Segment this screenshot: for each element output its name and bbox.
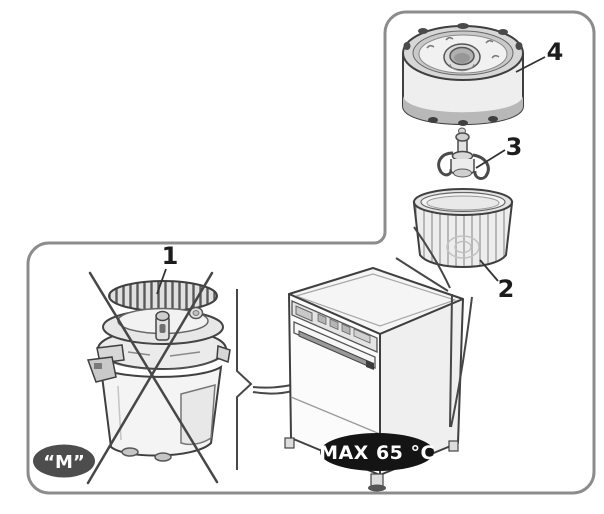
bowl-latch-hook — [86, 356, 117, 383]
max-temp-badge: MAX 65 °C — [319, 433, 435, 471]
lid-bottom-notch — [488, 116, 498, 122]
prohibition-cross-icon — [86, 271, 219, 485]
bowl-keyhole-center — [192, 310, 200, 316]
callout-label: 2 — [498, 275, 515, 303]
part4-filter-lid — [402, 23, 524, 126]
funnel-swoosh-lines — [395, 226, 473, 428]
lid-emboss-mark — [485, 39, 494, 44]
m-badge-oval — [33, 444, 95, 478]
door-handle-endcap — [366, 360, 374, 370]
bowl-front-pocket — [180, 384, 216, 446]
callout-label: 4 — [547, 38, 564, 66]
bowl-latch-notch — [94, 363, 102, 369]
dishwasher-foot-base — [368, 484, 386, 492]
lid-emboss-mark — [445, 36, 454, 41]
callout-3: 3 — [475, 133, 523, 169]
m-badge-text: “M” — [43, 452, 85, 473]
max-temp-oval — [320, 433, 434, 471]
callout-leader — [479, 259, 499, 282]
bowl-center-post-dome — [155, 310, 170, 322]
basket-rim-depth — [426, 195, 500, 211]
lower-panel-scene: 1 — [33, 226, 473, 492]
lid-bottom-notch — [458, 120, 468, 126]
max-temp-text: MAX 65 °C — [319, 442, 435, 464]
bowl-foot — [121, 447, 139, 457]
valve-cap — [455, 132, 470, 142]
m-badge: “M” — [33, 444, 95, 478]
lid-bottom-notch — [428, 117, 438, 123]
basket-inner-circle — [446, 235, 480, 259]
control-button — [329, 318, 339, 331]
funnel-swoosh — [450, 296, 473, 428]
bowl-foot — [154, 452, 172, 462]
callout-1: 1 — [156, 242, 179, 295]
lid-emboss-mark — [426, 44, 435, 49]
callout-leader — [475, 149, 506, 169]
lid-rim-notch — [515, 42, 523, 50]
callout-2: 2 — [479, 259, 515, 303]
callout-label: 3 — [506, 133, 523, 161]
funnel-swoosh — [395, 257, 449, 292]
callout-label: 1 — [162, 242, 179, 270]
dishwasher — [284, 267, 464, 492]
valve-base — [453, 168, 472, 178]
door-bottom-line — [290, 396, 381, 435]
funnel-swoosh — [413, 226, 451, 289]
lid-rim-notch — [418, 28, 428, 34]
lid-boss-shadow — [449, 63, 475, 72]
lid-emboss-mark — [491, 54, 500, 59]
bowl-right-tab — [216, 344, 231, 364]
control-button — [341, 323, 351, 336]
dishwasher-foot — [370, 473, 384, 487]
dishwasher-top-rim — [294, 273, 457, 327]
basket-inner-circle — [454, 240, 472, 254]
bowl-crease — [117, 385, 122, 441]
valve-right-arm — [472, 153, 490, 180]
panel-frame-outline — [26, 10, 596, 495]
cross-stroke — [88, 271, 219, 484]
part2-basket — [412, 188, 514, 268]
lid-rim-notch — [457, 23, 469, 29]
bowl-collar-dash — [169, 351, 201, 357]
valve-left-arm — [437, 151, 454, 177]
lid-rim-notch — [498, 29, 508, 35]
dishwasher-foot — [448, 440, 459, 452]
control-display — [295, 305, 313, 322]
callout-4: 4 — [515, 38, 564, 73]
control-button — [317, 313, 327, 326]
bowl-center-post-slot — [159, 324, 166, 333]
funnel-swoosh — [449, 293, 453, 428]
dishwasher-foot — [284, 437, 295, 449]
cross-stroke — [86, 271, 214, 485]
bowl-slotted-rim — [108, 280, 218, 312]
lid-rim-notch — [403, 42, 411, 50]
part3-valve — [437, 127, 490, 180]
lid-center-hole-shadow — [454, 53, 470, 63]
upper-panel-parts: 4 3 2 — [402, 23, 564, 303]
control-button-wide — [353, 328, 371, 344]
callout-leader — [515, 56, 546, 73]
callout-leader — [156, 268, 167, 295]
divider-line — [236, 289, 253, 470]
part1-bowl — [86, 271, 231, 485]
